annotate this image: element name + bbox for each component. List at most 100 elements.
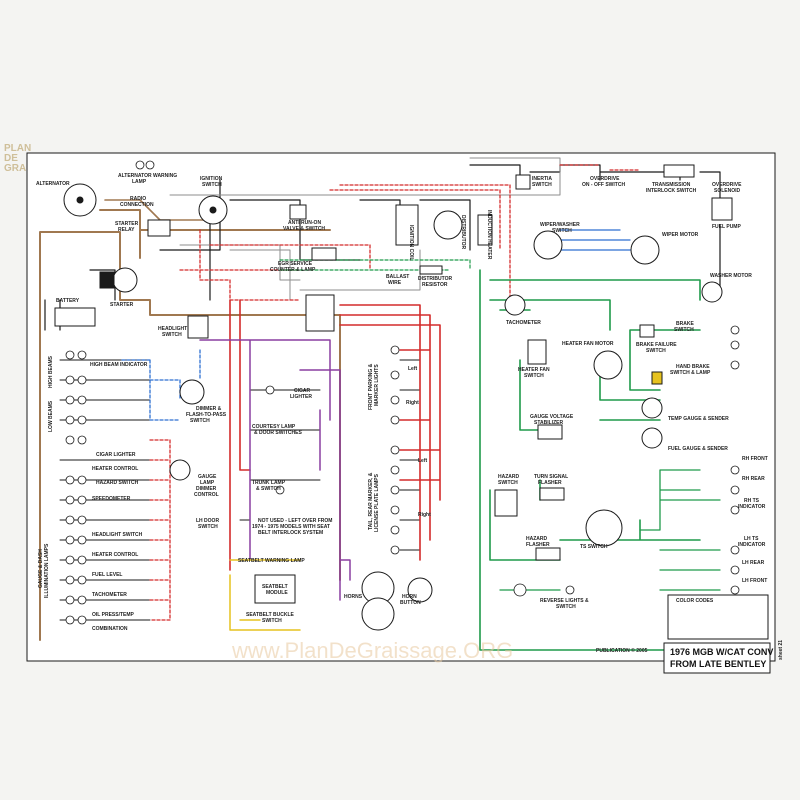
label-seatbelt-buckle: SEATBELT BUCKLE: [246, 612, 295, 618]
label-not-used-2: 1974 - 1975 MODELS WITH SEAT: [252, 524, 330, 530]
wire-blue-2: [559, 229, 631, 251]
label-lh-door: LH DOOR: [196, 518, 219, 524]
gauge-lamp-dimmer-body: [169, 459, 191, 481]
label-heater-fan-switch-2: SWITCH: [524, 373, 544, 379]
lamp-bulb: [77, 395, 87, 405]
label-gauge-lamp-3: DIMMER: [196, 486, 217, 492]
transmission-switch: [663, 164, 695, 178]
label-rh-ts-2: INDICATOR: [738, 504, 766, 510]
wire-white-grey: [169, 157, 561, 301]
lamp-bulb: [390, 395, 400, 405]
label-ignition: IGNITION: [200, 176, 223, 182]
lamp-bulb: [77, 515, 87, 525]
lamp-bulb: [730, 325, 740, 335]
label-cigar: CIGAR: [294, 388, 311, 394]
hazard-flasher-body: [535, 547, 561, 561]
label-distributor-resistor-2: RESISTOR: [422, 282, 448, 288]
lamp-bulb: [390, 465, 400, 475]
lamp-bulb: [145, 160, 155, 170]
heater-fan-motor-body: [593, 350, 623, 380]
lamp-group-left: [65, 350, 87, 625]
label-trunk-2: & SWITCH: [256, 486, 281, 492]
label-gauge-voltage: GAUGE VOLTAGE: [530, 414, 574, 420]
title-line-2: FROM LATE BENTLEY: [670, 659, 766, 669]
lamp-bulb: [65, 595, 75, 605]
lamp-bulb: [390, 545, 400, 555]
lamp-bulb: [275, 485, 285, 495]
label-ignition-coil: IGNITION COIL: [408, 225, 414, 261]
label-ts-switch: TS SWITCH: [580, 544, 608, 550]
wire-brown-2: [104, 199, 211, 221]
label-distributor-resistor: DISTRIBUTOR: [418, 276, 452, 282]
label-tachometer-lamp: TACHOMETER: [92, 592, 127, 598]
label-brake-switch-2: SWITCH: [674, 327, 694, 333]
lamp-bulb: [730, 585, 740, 595]
title-line-1: 1976 MGB W/CAT CONV: [670, 647, 773, 657]
label-headlight-switch-lamp: HEADLIGHT SWITCH: [92, 532, 143, 538]
label-color-codes: COLOR CODES: [676, 598, 714, 604]
lamp-bulb: [77, 350, 87, 360]
label-overdrive-switch: OVERDRIVE: [590, 176, 620, 182]
ts-switch-body: [585, 509, 623, 547]
lamp-bulb: [390, 445, 400, 455]
wiper-motor-body: [630, 235, 660, 265]
lamp-bulb: [65, 515, 75, 525]
fuel-gauge-body: [641, 427, 663, 449]
label-hazard-flasher-2: FLASHER: [526, 542, 550, 548]
lamp-bulb: [390, 370, 400, 380]
label-seatbelt-lamp: SEATBELT WARNING LAMP: [238, 558, 305, 564]
lamp-bulb: [65, 435, 75, 445]
label-dimmer-3: SWITCH: [190, 418, 210, 424]
label-left-front: Left: [408, 366, 418, 372]
starter-relay-body: [147, 219, 171, 237]
label-headlight-switch: HEADLIGHT: [158, 326, 187, 332]
wire-blue-1: [119, 349, 201, 421]
label-cigar-lighter: LIGHTER: [290, 394, 312, 400]
label-gauge-lamp: GAUGE: [198, 474, 217, 480]
label-tail-rear-2: LICENSE PLATE LAMPS: [374, 473, 380, 532]
label-temp-gauge: TEMP GAUGE & SENDER: [668, 416, 729, 422]
gauge-voltage-stabilizer-body: [537, 424, 563, 440]
color-legend: [667, 594, 769, 640]
lamp-group-center: [265, 345, 400, 555]
label-radio-connection: CONNECTION: [120, 202, 154, 208]
lamp-bulb: [77, 435, 87, 445]
lamp-bulb: [77, 555, 87, 565]
lamp-bulb: [77, 495, 87, 505]
label-not-used-3: BELT INTERLOCK SYSTEM: [258, 530, 323, 536]
label-brake-failure: BRAKE FAILURE: [636, 342, 677, 348]
wire-red-od: [559, 164, 641, 171]
lamp-bulb: [77, 615, 87, 625]
label-horns: HORNS: [344, 594, 363, 600]
label-right-front: Right: [406, 400, 419, 406]
anti-run-on-valve: [289, 204, 307, 220]
lamp-bulb: [390, 485, 400, 495]
label-gauge-lamp-4: CONTROL: [194, 492, 219, 498]
label-egr-2: COUNTER & LAMP: [270, 267, 316, 273]
label-starter-relay-2: RELAY: [118, 227, 135, 233]
lamp-bulb: [390, 505, 400, 515]
label-anti-run-on: ANTI RUN-ON: [288, 220, 321, 226]
lamp-bulb: [730, 360, 740, 370]
label-not-used: NOT USED - LEFT OVER FROM: [258, 518, 332, 524]
label-trunk: TRUNK LAMP: [252, 480, 286, 486]
label-horn-button-2: BUTTON: [400, 600, 421, 606]
wire-purple: [199, 339, 351, 601]
label-tail-rear: TAIL, REAR MARKER, &: [368, 472, 374, 530]
label-fuel-gauge: FUEL GAUGE & SENDER: [668, 446, 728, 452]
label-dimmer-2: FLASH-TO-PASS: [186, 412, 227, 418]
label-alternator-warning-lamp: LAMP: [132, 179, 147, 185]
label-rh-front: RH FRONT: [742, 456, 768, 462]
label-transmission: TRANSMISSION: [652, 182, 691, 188]
label-hazard-switch: HAZARD: [498, 474, 519, 480]
label-starter-relay: STARTER: [115, 221, 139, 227]
label-low-beams: LOW BEAMS: [48, 400, 54, 432]
label-oil-temp: OIL PRESS/TEMP: [92, 612, 135, 618]
label-anti-run-on-2: VALVE & SWITCH: [283, 226, 325, 232]
lamp-bulb: [77, 575, 87, 585]
label-hazard-switch-2: SWITCH: [498, 480, 518, 486]
egr-counter: [311, 247, 337, 261]
label-speedometer: SPEEDOMETER: [92, 496, 131, 502]
label-dimmer: DIMMER &: [196, 406, 222, 412]
